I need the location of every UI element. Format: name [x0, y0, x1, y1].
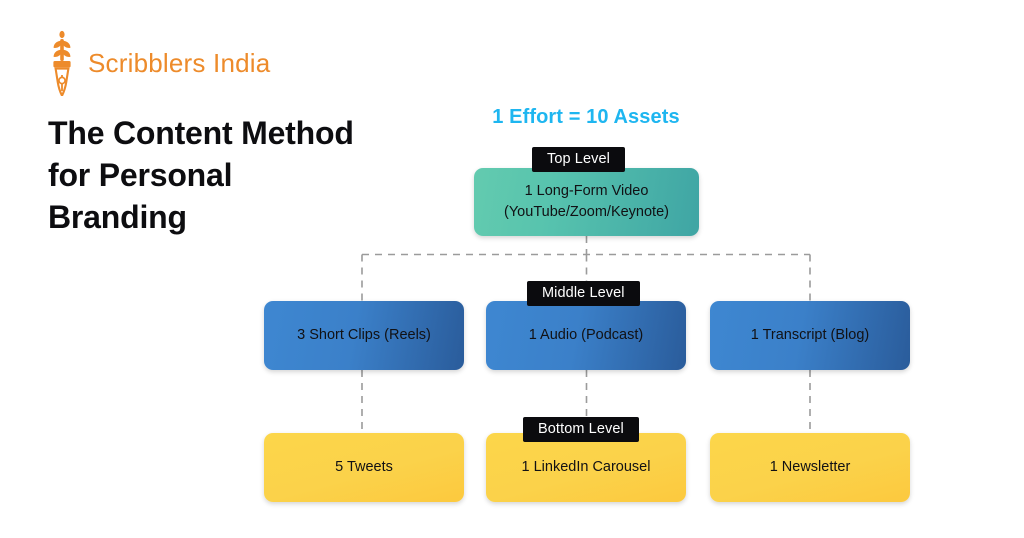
level-badge-middle: Middle Level — [527, 281, 640, 306]
page-title-line-2: for Personal — [48, 157, 233, 194]
node-middle-transcript-blog[interactable]: 1 Transcript (Blog) — [710, 301, 910, 370]
node-top-long-form-video[interactable]: 1 Long-Form Video (YouTube/Zoom/Keynote) — [474, 168, 699, 236]
node-middle-audio-podcast-label: 1 Audio (Podcast) — [528, 327, 644, 344]
level-badge-bottom: Bottom Level — [523, 417, 639, 442]
node-top-line-1: 1 Long-Form Video — [524, 183, 649, 200]
node-middle-short-clips[interactable]: 3 Short Clips (Reels) — [264, 301, 464, 370]
node-bottom-tweets[interactable]: 5 Tweets — [264, 433, 464, 502]
diagram-kicker: 1 Effort = 10 Assets — [492, 106, 680, 128]
node-bottom-newsletter-label: 1 Newsletter — [769, 459, 851, 476]
node-middle-short-clips-label: 3 Short Clips (Reels) — [297, 327, 431, 344]
page-title: The Content Method for Personal Branding — [48, 112, 448, 239]
level-badge-top: Top Level — [532, 147, 625, 172]
node-bottom-newsletter[interactable]: 1 Newsletter — [710, 433, 910, 502]
node-bottom-tweets-label: 5 Tweets — [335, 459, 393, 476]
node-bottom-linkedin-carousel[interactable]: 1 LinkedIn Carousel — [486, 433, 686, 502]
page-title-line-1: The Content Method — [48, 115, 354, 151]
node-middle-transcript-blog-label: 1 Transcript (Blog) — [750, 327, 870, 344]
node-bottom-linkedin-carousel-label: 1 LinkedIn Carousel — [521, 459, 651, 476]
node-top-line-2: (YouTube/Zoom/Keynote) — [504, 204, 669, 220]
page-title-line-3: Branding — [48, 199, 187, 236]
node-middle-audio-podcast[interactable]: 1 Audio (Podcast) — [486, 301, 686, 370]
wheat-quill-pen-icon — [53, 30, 71, 96]
brand-logo: Scribblers India — [42, 30, 270, 96]
brand-name: Scribblers India — [88, 47, 271, 78]
